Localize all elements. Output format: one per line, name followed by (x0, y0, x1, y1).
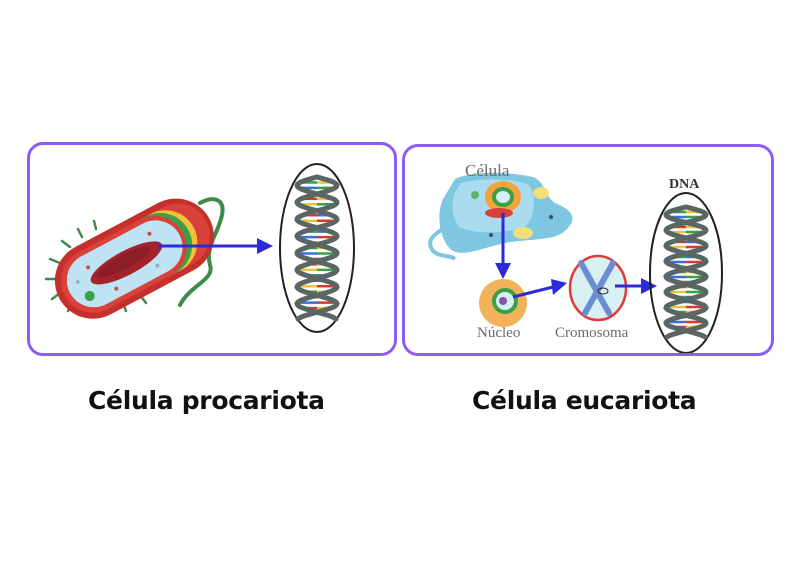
caption-eukaryote: Célula eucariota (472, 386, 697, 415)
label-dna: DNA (669, 177, 700, 192)
eukaryotic-cell-illustration (428, 172, 573, 261)
chromosome-illustration (568, 254, 628, 322)
arrow-right-icon (158, 238, 273, 254)
eukaryote-panel: Célula Núcleo Cromosoma DNA (402, 144, 774, 356)
dna-helix-illustration (663, 204, 709, 340)
arrow-right-icon (615, 278, 657, 294)
dna-helix-illustration (294, 174, 340, 322)
nucleus-illustration (479, 279, 527, 327)
eukaryote-diagram (428, 172, 723, 353)
dna-oval (279, 163, 355, 333)
ribosome (84, 291, 95, 302)
label-cell: Célula (465, 161, 510, 180)
bacterium-illustration (54, 198, 214, 319)
prokaryote-diagram (44, 163, 355, 333)
arrow-down-icon (495, 213, 511, 279)
label-chromosome: Cromosoma (555, 325, 629, 341)
dna-backbone (663, 204, 709, 340)
dna-oval (649, 192, 723, 353)
caption-prokaryote: Célula procariota (88, 386, 325, 415)
prokaryote-panel (27, 142, 397, 356)
label-nucleus: Núcleo (477, 325, 521, 341)
dna-backbone (294, 174, 340, 322)
arrow-right-icon (512, 279, 567, 299)
